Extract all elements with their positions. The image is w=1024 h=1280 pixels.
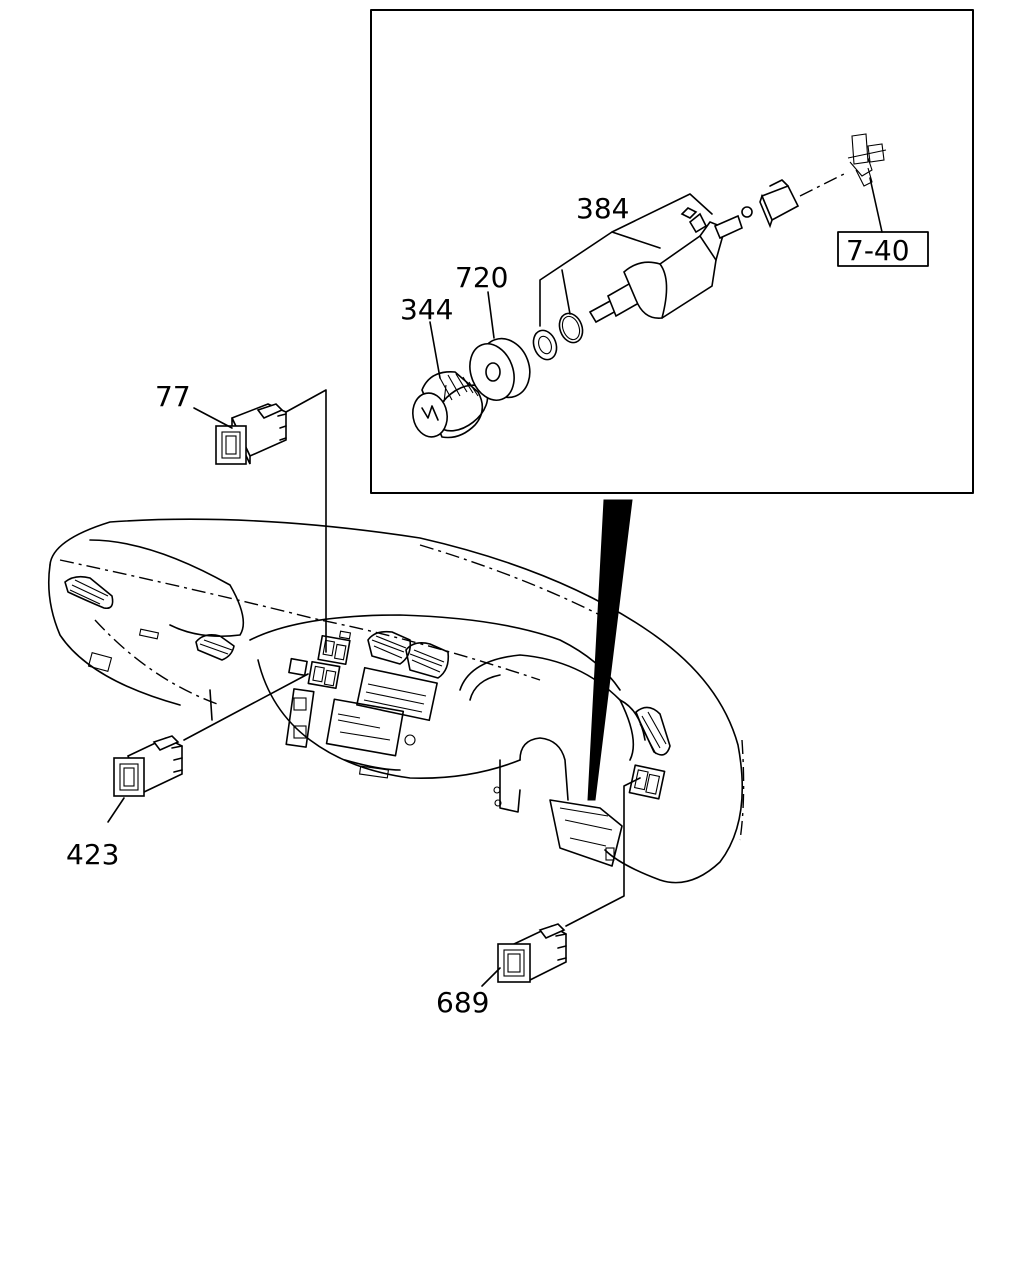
switch-423-drawing bbox=[113, 735, 183, 797]
knob-344-drawing bbox=[412, 371, 489, 439]
detail-inset: 344 720 384 7-40 bbox=[370, 9, 974, 494]
callout-344: 344 bbox=[400, 293, 453, 326]
dashed-connector-line bbox=[799, 171, 849, 197]
callout-384: 384 bbox=[576, 192, 629, 225]
leader-689 bbox=[565, 777, 641, 927]
callout-720: 720 bbox=[455, 261, 508, 294]
leader-689-tip bbox=[481, 967, 501, 987]
leader-720 bbox=[487, 291, 495, 339]
callout-689: 689 bbox=[436, 986, 489, 1019]
switch-689-drawing bbox=[497, 923, 567, 983]
leader-423-tip bbox=[107, 797, 125, 823]
leader-77 bbox=[285, 389, 327, 653]
switch-384-drawing bbox=[588, 206, 753, 324]
callout-423: 423 bbox=[66, 838, 119, 871]
leader-77-tip bbox=[193, 407, 233, 429]
callout-77: 77 bbox=[155, 380, 191, 413]
leader-384 bbox=[539, 193, 713, 327]
connector-drawing bbox=[759, 179, 800, 229]
rings-drawing bbox=[532, 312, 584, 361]
leader-423 bbox=[183, 673, 309, 741]
bracket-drawing bbox=[847, 133, 887, 187]
switch-77-drawing bbox=[215, 403, 287, 465]
callout-7-40: 7-40 bbox=[846, 234, 910, 267]
leader-344 bbox=[429, 321, 441, 379]
ref-box-7-40 bbox=[837, 231, 929, 267]
detail-pointer bbox=[587, 499, 633, 801]
leader-7-40 bbox=[869, 177, 883, 233]
inset-frame bbox=[370, 9, 974, 494]
washer-720-drawing bbox=[469, 337, 531, 401]
dashboard-drawing bbox=[47, 518, 745, 884]
